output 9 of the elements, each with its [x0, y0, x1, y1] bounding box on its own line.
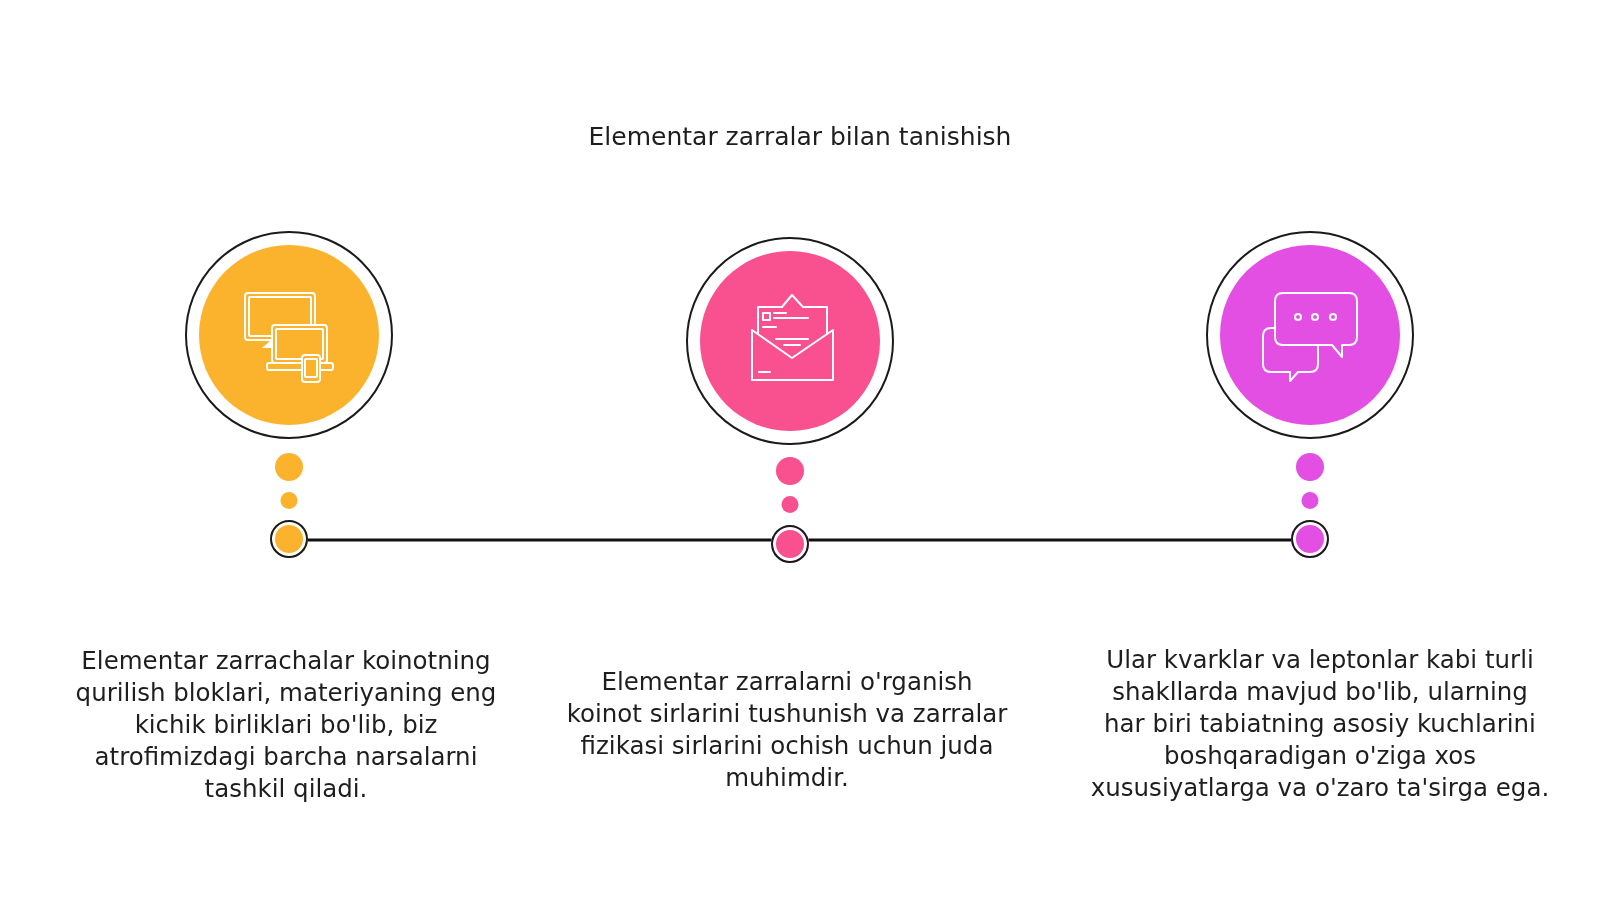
description-text: Elementar zarralarni o'rganish koinot sirlarini tushunish va zarralar fizikasi sirlarini ochish uchun juda muhimdir.: [565, 666, 1009, 794]
connector-line: [808, 538, 1292, 542]
connector-line: [307, 538, 772, 542]
timeline-marker: [771, 525, 809, 563]
timeline-marker: [270, 520, 308, 558]
title: Elementar zarralar bilan tanishish: [588, 121, 1012, 153]
timeline-marker: [1291, 520, 1329, 558]
description-text: Elementar zarrachalar koinotning qurilish bloklari, materiyaning eng kichik birliklari bo'lib, biz atrofimizdagi barcha narsalarni tashkil qiladi.: [74, 645, 498, 805]
description-text: Ular kvarklar va leptonlar kabi turli shakllarda mavjud bo'lib, ularning har biri tabiatning asosiy kuchlarini boshqaradigan o'ziga xos xususiyatlarga va o'zaro ta'sirga ega.: [1089, 644, 1551, 804]
